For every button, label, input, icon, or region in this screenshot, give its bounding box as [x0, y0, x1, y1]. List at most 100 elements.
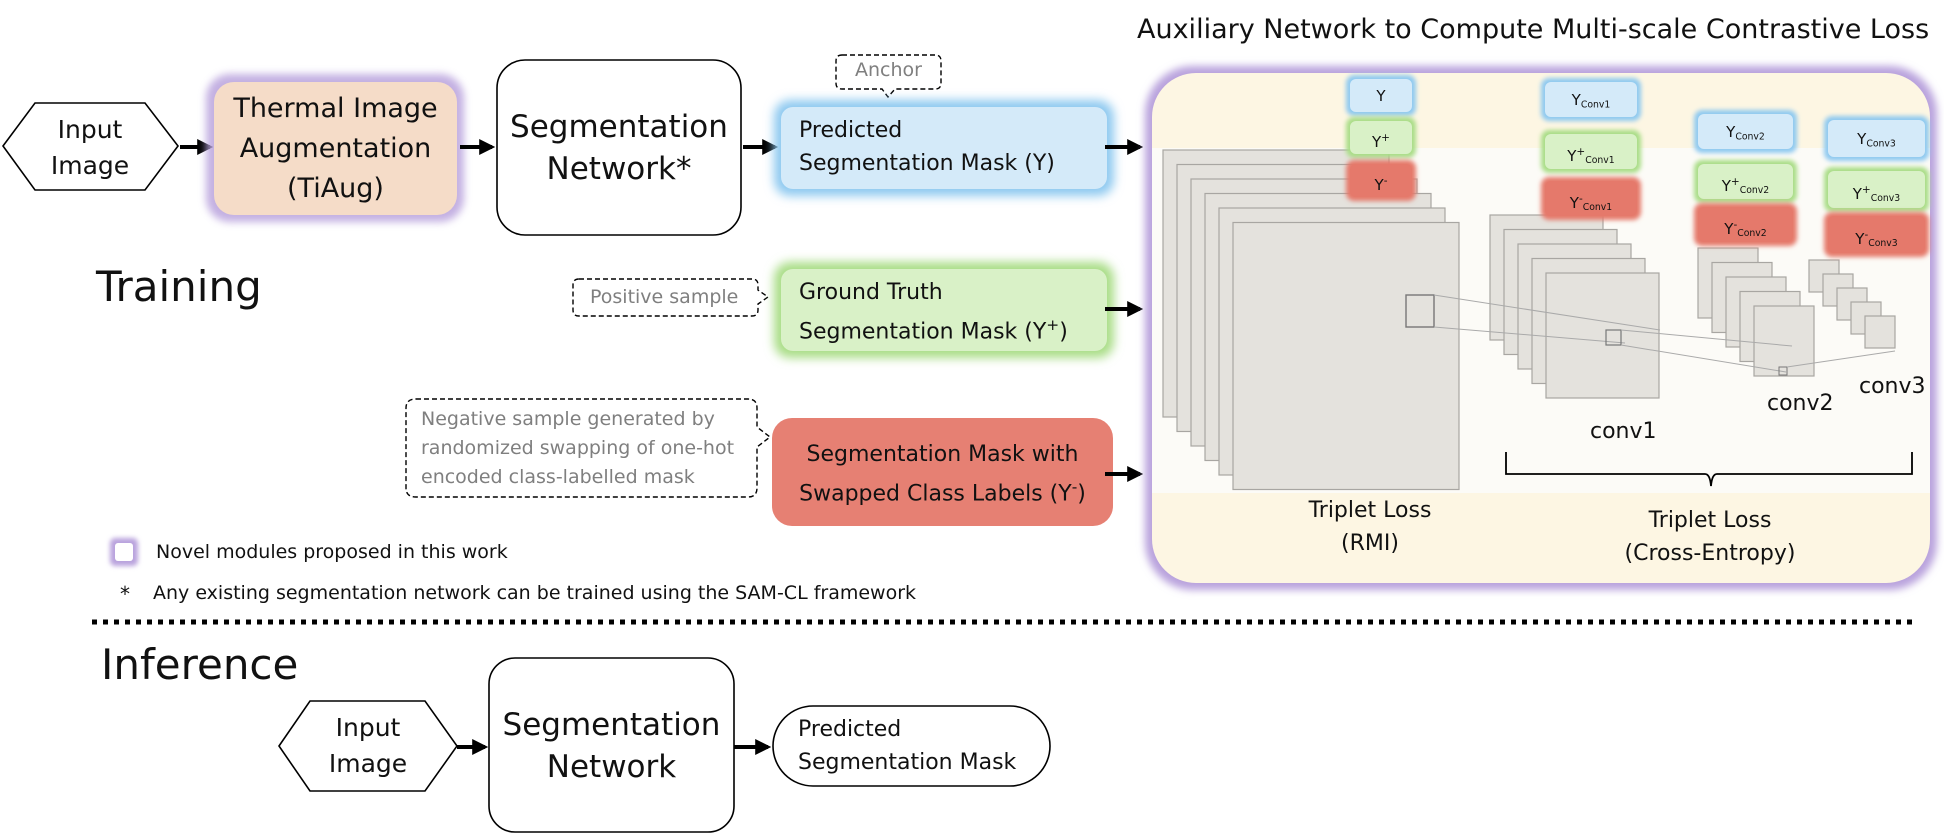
ground-truth-label-line: Segmentation Mask (Y+): [799, 309, 1068, 348]
ground-truth-label-line: Ground Truth: [799, 280, 943, 305]
ground-truth-sup: +: [1046, 316, 1060, 334]
tiaug-box: [214, 82, 457, 215]
y-chip-sign: +: [1861, 183, 1871, 196]
segnet-label-line: Network*: [546, 151, 692, 187]
y-chip-label: Y-Conv2: [1698, 214, 1793, 245]
projection-line: [1433, 294, 1661, 331]
swapped-mask-box: [772, 418, 1113, 526]
positive-callout-bubble: [572, 278, 770, 317]
y-chip-negative: [1545, 181, 1637, 216]
negative-callout-bubble: [405, 398, 772, 498]
inference-output-line: Segmentation Mask: [798, 750, 1017, 775]
segmentation-network-box: [496, 59, 742, 236]
y-chip-negative: [1350, 164, 1412, 197]
legend-asterisk: *: [120, 582, 130, 606]
tiaug-label-line: Thermal Image: [233, 93, 438, 124]
tiaug-label: Thermal Image Augmentation (TiAug): [214, 89, 457, 209]
y-chip-subscript: Conv1: [1585, 154, 1615, 166]
y-chip-subscript: Conv2: [1735, 130, 1765, 142]
legend-note-text: Any existing segmentation network can be…: [153, 582, 917, 604]
y-chip-subscript: Conv3: [1866, 137, 1896, 149]
segnet-label-line: Segmentation: [510, 109, 728, 145]
triplet-ce-line: Triplet Loss: [1648, 508, 1772, 533]
input-image-label: Input Image: [30, 112, 150, 184]
negative-callout-line: encoded class-labelled mask: [421, 466, 695, 488]
predicted-mask-label: Predicted Segmentation Mask (Y): [799, 114, 1055, 180]
ground-truth-box: [781, 269, 1107, 351]
projection-line: [1620, 344, 1787, 373]
y-chip-label: Y-Conv1: [1545, 188, 1637, 219]
conv1-label: conv1: [1590, 419, 1657, 444]
swapped-close: ): [1077, 481, 1086, 507]
segmentation-network-label: Segmentation Network*: [497, 106, 741, 190]
conv3-layer-stack: [1808, 259, 1896, 349]
swapped-mask-label: Segmentation Mask with Swapped Class Lab…: [772, 438, 1113, 510]
y-chip-negative: [1698, 207, 1793, 242]
y-chip-label: Y: [1350, 85, 1412, 107]
y-chip-base: Y: [1567, 146, 1577, 165]
y-chip-sign: +: [1730, 175, 1740, 188]
ground-truth-close: ): [1059, 319, 1068, 345]
y-chip-anchor: [1350, 79, 1412, 112]
y-chip-label: Y+Conv1: [1545, 141, 1637, 172]
y-chip-sign: -: [1383, 174, 1388, 187]
y-chip-subscript: Conv2: [1739, 184, 1770, 196]
predicted-label-line: Predicted: [799, 118, 903, 143]
conv3-feature-layer: [1864, 315, 1896, 349]
training-section-label: Training: [96, 262, 262, 311]
y-chip-subscript: Conv1: [1580, 98, 1611, 110]
inference-segnet-line: Network: [546, 749, 677, 785]
conv1-receptive-field: [1605, 329, 1622, 346]
triplet-rmi-line: (RMI): [1341, 531, 1399, 556]
y-chip-base: Y: [1855, 229, 1865, 248]
y-chip-anchor: [1828, 120, 1925, 157]
y-chip-subscript: Conv3: [1868, 237, 1898, 249]
y-chip-positive: [1350, 121, 1412, 154]
positive-callout-text: Positive sample: [590, 286, 739, 308]
y-chip-base: Y: [1569, 193, 1579, 212]
y-chip-base: Y: [1724, 219, 1734, 238]
inference-input-line: Image: [328, 749, 408, 778]
rmi-layer-stack: [1162, 149, 1460, 491]
legend-novel-text: Novel modules proposed in this work: [156, 541, 508, 563]
y-chip-label: Y+: [1350, 127, 1412, 153]
input-label-line: Image: [50, 151, 130, 180]
conv1-layer-stack: [1489, 214, 1660, 399]
aux-panel-title: Auxiliary Network to Compute Multi-scale…: [1137, 14, 1930, 45]
y-chip-positive: [1828, 171, 1925, 208]
y-chip-negative: [1828, 216, 1925, 253]
inference-output-box: [772, 705, 1051, 787]
ground-truth-label: Ground Truth Segmentation Mask (Y+): [799, 276, 1068, 348]
projection-line: [1620, 329, 1793, 347]
y-chip-subscript: Conv3: [1870, 192, 1901, 204]
rmi-feature-layer: [1232, 221, 1460, 491]
input-label-line: Input: [57, 115, 123, 144]
inference-output-label: Predicted Segmentation Mask: [798, 713, 1016, 779]
y-chip-sign: +: [1381, 131, 1390, 144]
predicted-mask-box: [781, 107, 1107, 189]
y-chip-anchor: [1545, 82, 1637, 117]
y-chip-label: YConv3: [1828, 128, 1925, 155]
swapped-label-text: Swapped Class Labels (Y: [799, 481, 1072, 507]
inference-section-label: Inference: [101, 640, 299, 689]
y-chip-group: [1346, 75, 1929, 257]
tiaug-label-line: Augmentation: [239, 133, 432, 164]
rmi-receptive-field: [1405, 294, 1435, 328]
projection-line: [1786, 350, 1896, 368]
y-chip-base: Y: [1374, 175, 1384, 194]
y-chip-anchor: [1698, 114, 1793, 149]
y-chip-sign: -: [1733, 218, 1738, 231]
triplet-rmi-line: Triplet Loss: [1308, 498, 1432, 523]
y-chip-label: Y+Conv3: [1828, 179, 1925, 210]
triplet-rmi-label: Triplet Loss (RMI): [1290, 494, 1450, 560]
legend-novel-swatch: [115, 543, 133, 561]
triplet-ce-line: (Cross-Entropy): [1624, 541, 1796, 566]
projection-line: [1433, 326, 1626, 344]
negative-callout-text: Negative sample generated by randomized …: [421, 405, 734, 492]
y-chip-base: Y: [1726, 122, 1736, 141]
negative-callout-line: Negative sample generated by: [421, 408, 715, 430]
inference-segnet-line: Segmentation: [502, 707, 721, 743]
y-chip-label: Y-Conv3: [1828, 224, 1925, 255]
conv2-receptive-field: [1778, 366, 1788, 376]
y-chip-sign: -: [1578, 192, 1583, 205]
